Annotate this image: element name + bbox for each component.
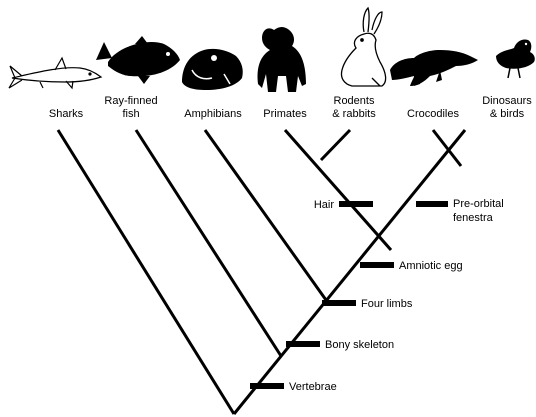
taxon-label-rodents-rabbits: Rodents: [334, 95, 375, 107]
taxon-label-rodents-rabbits-line2: & rabbits: [332, 108, 376, 120]
bird-icon: [496, 39, 535, 78]
branch-crocodiles: [433, 130, 461, 166]
taxon-label-amphibians: Amphibians: [184, 108, 242, 120]
gorilla-icon: [258, 27, 307, 92]
trait-label-pre-orbital-fenestra: Pre-orbital: [453, 198, 504, 210]
taxon-label-primates: Primates: [263, 108, 307, 120]
bony-skeleton-marker: [286, 341, 320, 347]
tree-branches: [58, 130, 465, 414]
taxon-label-dinosaurs-birds-line2: & birds: [490, 108, 525, 120]
amniotic-egg-marker: [360, 262, 394, 268]
taxon-label-crocodiles: Crocodiles: [407, 108, 459, 120]
trait-label-bony-skeleton: Bony skeleton: [325, 339, 394, 351]
branch-mammals: [285, 130, 391, 250]
trait-label-amniotic-egg: Amniotic egg: [399, 260, 463, 272]
fish-icon: [96, 36, 180, 84]
taxon-label-sharks: Sharks: [49, 108, 84, 120]
pre-orbital-fenestra-marker: [416, 201, 448, 207]
branch-trunk-sharks: [58, 130, 234, 414]
rabbit-icon: [341, 8, 385, 86]
taxon-label-dinosaurs-birds: Dinosaurs: [482, 95, 532, 107]
branch-ray-finned-fish: [136, 130, 281, 356]
trait-label-hair: Hair: [314, 199, 335, 211]
taxon-label-ray-finned-fish: Ray-finned: [104, 95, 157, 107]
crocodile-icon: [390, 50, 478, 86]
branch-rodents-rabbits: [321, 130, 350, 160]
shark-icon: [9, 58, 101, 88]
branch-trunk-main: [234, 130, 465, 414]
trait-markers: [250, 201, 448, 389]
hair-marker: [339, 201, 373, 207]
trait-label-vertebrae: Vertebrae: [289, 381, 337, 393]
trait-label-four-limbs: Four limbs: [361, 298, 413, 310]
four-limbs-marker: [322, 300, 356, 306]
trait-label-pre-orbital-fenestra-line2: fenestra: [453, 212, 494, 224]
vertebrae-marker: [250, 383, 284, 389]
frog-icon: [182, 49, 243, 90]
taxon-labels: Sharks Ray-finned fish Amphibians Primat…: [49, 95, 532, 120]
taxon-label-ray-finned-fish-line2: fish: [122, 108, 139, 120]
